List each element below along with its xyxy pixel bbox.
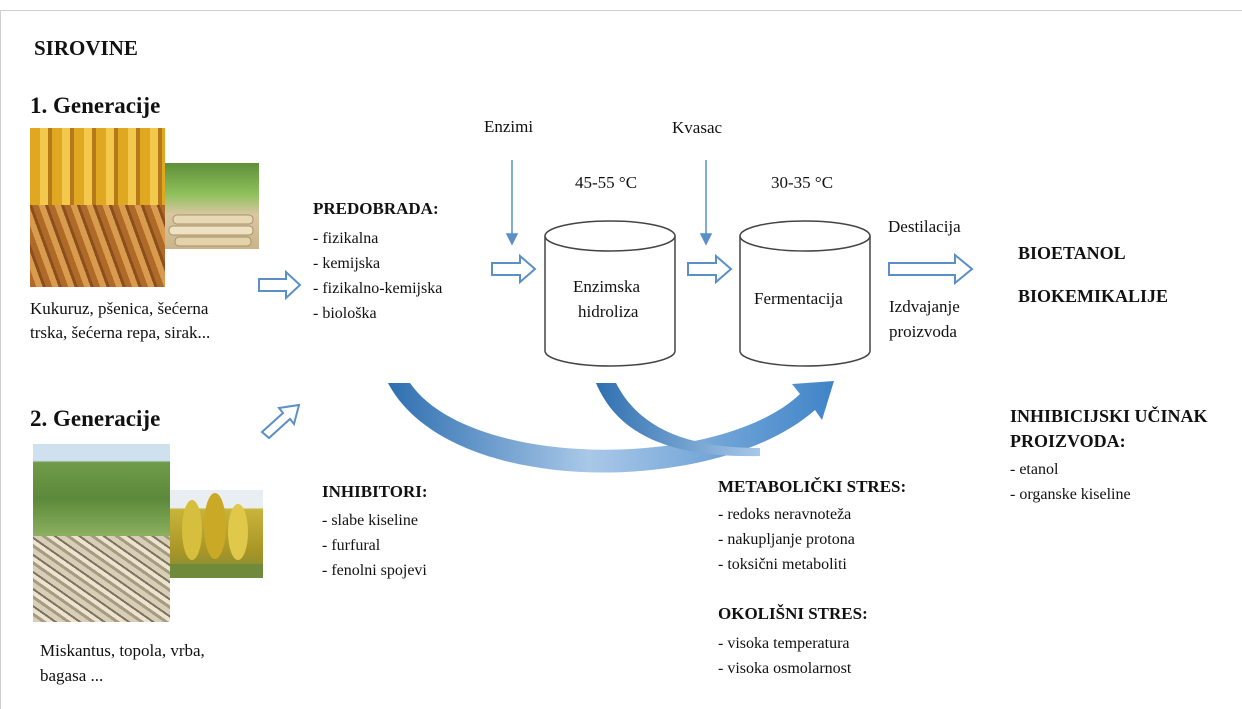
sugarcane-photo [165,163,259,249]
pretreatment-heading: PREDOBRADA: [313,199,439,218]
gen1-caption-line2: trska, šećerna repa, sirak... [30,323,211,342]
bagasse-photo [33,536,170,622]
frame-top-border [0,10,1242,11]
corn-photo [30,128,165,208]
gen1-caption-line1: Kukuruz, pšenica, šećerna [30,299,209,318]
block-arrow-to-products [888,252,974,286]
metabolic-stress-heading: METABOLIČKI STRES: [718,477,907,496]
yeast-label: Kvasac [672,118,723,137]
miscanthus-photo [33,444,170,536]
block-arrow-to-hydrolysis [491,253,537,285]
hydrolysis-label-line2: hidroliza [578,302,639,321]
yeast-input-arrow [699,160,713,246]
hydrolysis-tank [544,220,676,367]
metabolic-stress-item: nakupljanje protona [718,527,855,552]
block-arrow-gen1-to-pretreatment [258,269,302,301]
pretreatment-list: fizikalna kemijska fizikalno-kemijska bi… [313,226,442,326]
enzymes-input-arrow [505,160,519,246]
pretreatment-item: biološka [313,301,442,326]
inhibitor-item: furfural [322,533,427,558]
pretreatment-item: fizikalno-kemijska [313,276,442,301]
metabolic-stress-item: redoks neravnoteža [718,502,855,527]
environmental-stress-list: visoka temperatura visoka osmolarnost [718,631,851,681]
extraction-label-line1: Izdvajanje [889,297,960,316]
metabolic-stress-item: toksični metaboliti [718,552,855,577]
fermentation-label: Fermentacija [754,289,843,308]
diagram-title: SIROVINE [34,36,138,60]
inhibitor-item: fenolni spojevi [322,558,427,583]
gen1-heading: 1. Generacije [30,93,161,118]
hydrolysis-temperature: 45-55 °C [575,173,638,192]
fermentation-tank [739,220,871,367]
product-inhibition-list: etanol organske kiseline [1010,457,1131,507]
poplar-photo [170,490,263,578]
gen2-heading: 2. Generacije [30,406,161,431]
gen2-caption-line1: Miskantus, topola, vrba, [40,641,205,660]
product-inhibition-item: etanol [1010,457,1131,482]
fermentation-temperature: 30-35 °C [771,173,834,192]
product-inhibition-heading-line2: PROIZVODA: [1010,431,1126,451]
hydrolysis-label-line1: Enzimska [573,277,641,296]
inhibitors-heading: INHIBITORI: [322,482,428,501]
hydrolysis-curved-arrow [596,383,760,457]
wheat-photo [30,205,165,287]
frame-left-border [0,10,1,709]
pretreatment-item: kemijska [313,251,442,276]
enzymes-label: Enzimi [484,117,534,136]
gen2-caption-line2: bagasa ... [40,666,104,685]
environmental-stress-item: visoka osmolarnost [718,656,851,681]
product-bioethanol: BIOETANOL [1018,243,1126,263]
environmental-stress-heading: OKOLIŠNI STRES: [718,604,868,623]
product-inhibition-item: organske kiseline [1010,482,1130,507]
inhibitors-list: slabe kiseline furfural fenolni spojevi [322,508,427,583]
extraction-label-line2: proizvoda [889,322,957,341]
inhibitor-item: slabe kiseline [322,508,427,533]
distillation-label: Destilacija [888,217,961,236]
product-biochemicals: BIOKEMIKALIJE [1018,286,1169,306]
pretreatment-item: fizikalna [313,226,442,251]
product-inhibition-heading-line1: INHIBICIJSKI UČINAK [1010,406,1208,426]
environmental-stress-item: visoka temperatura [718,631,851,656]
block-arrow-gen2-to-pretreatment [260,403,301,440]
block-arrow-to-fermentation [687,253,733,285]
metabolic-stress-list: redoks neravnoteža nakupljanje protona t… [718,502,855,577]
